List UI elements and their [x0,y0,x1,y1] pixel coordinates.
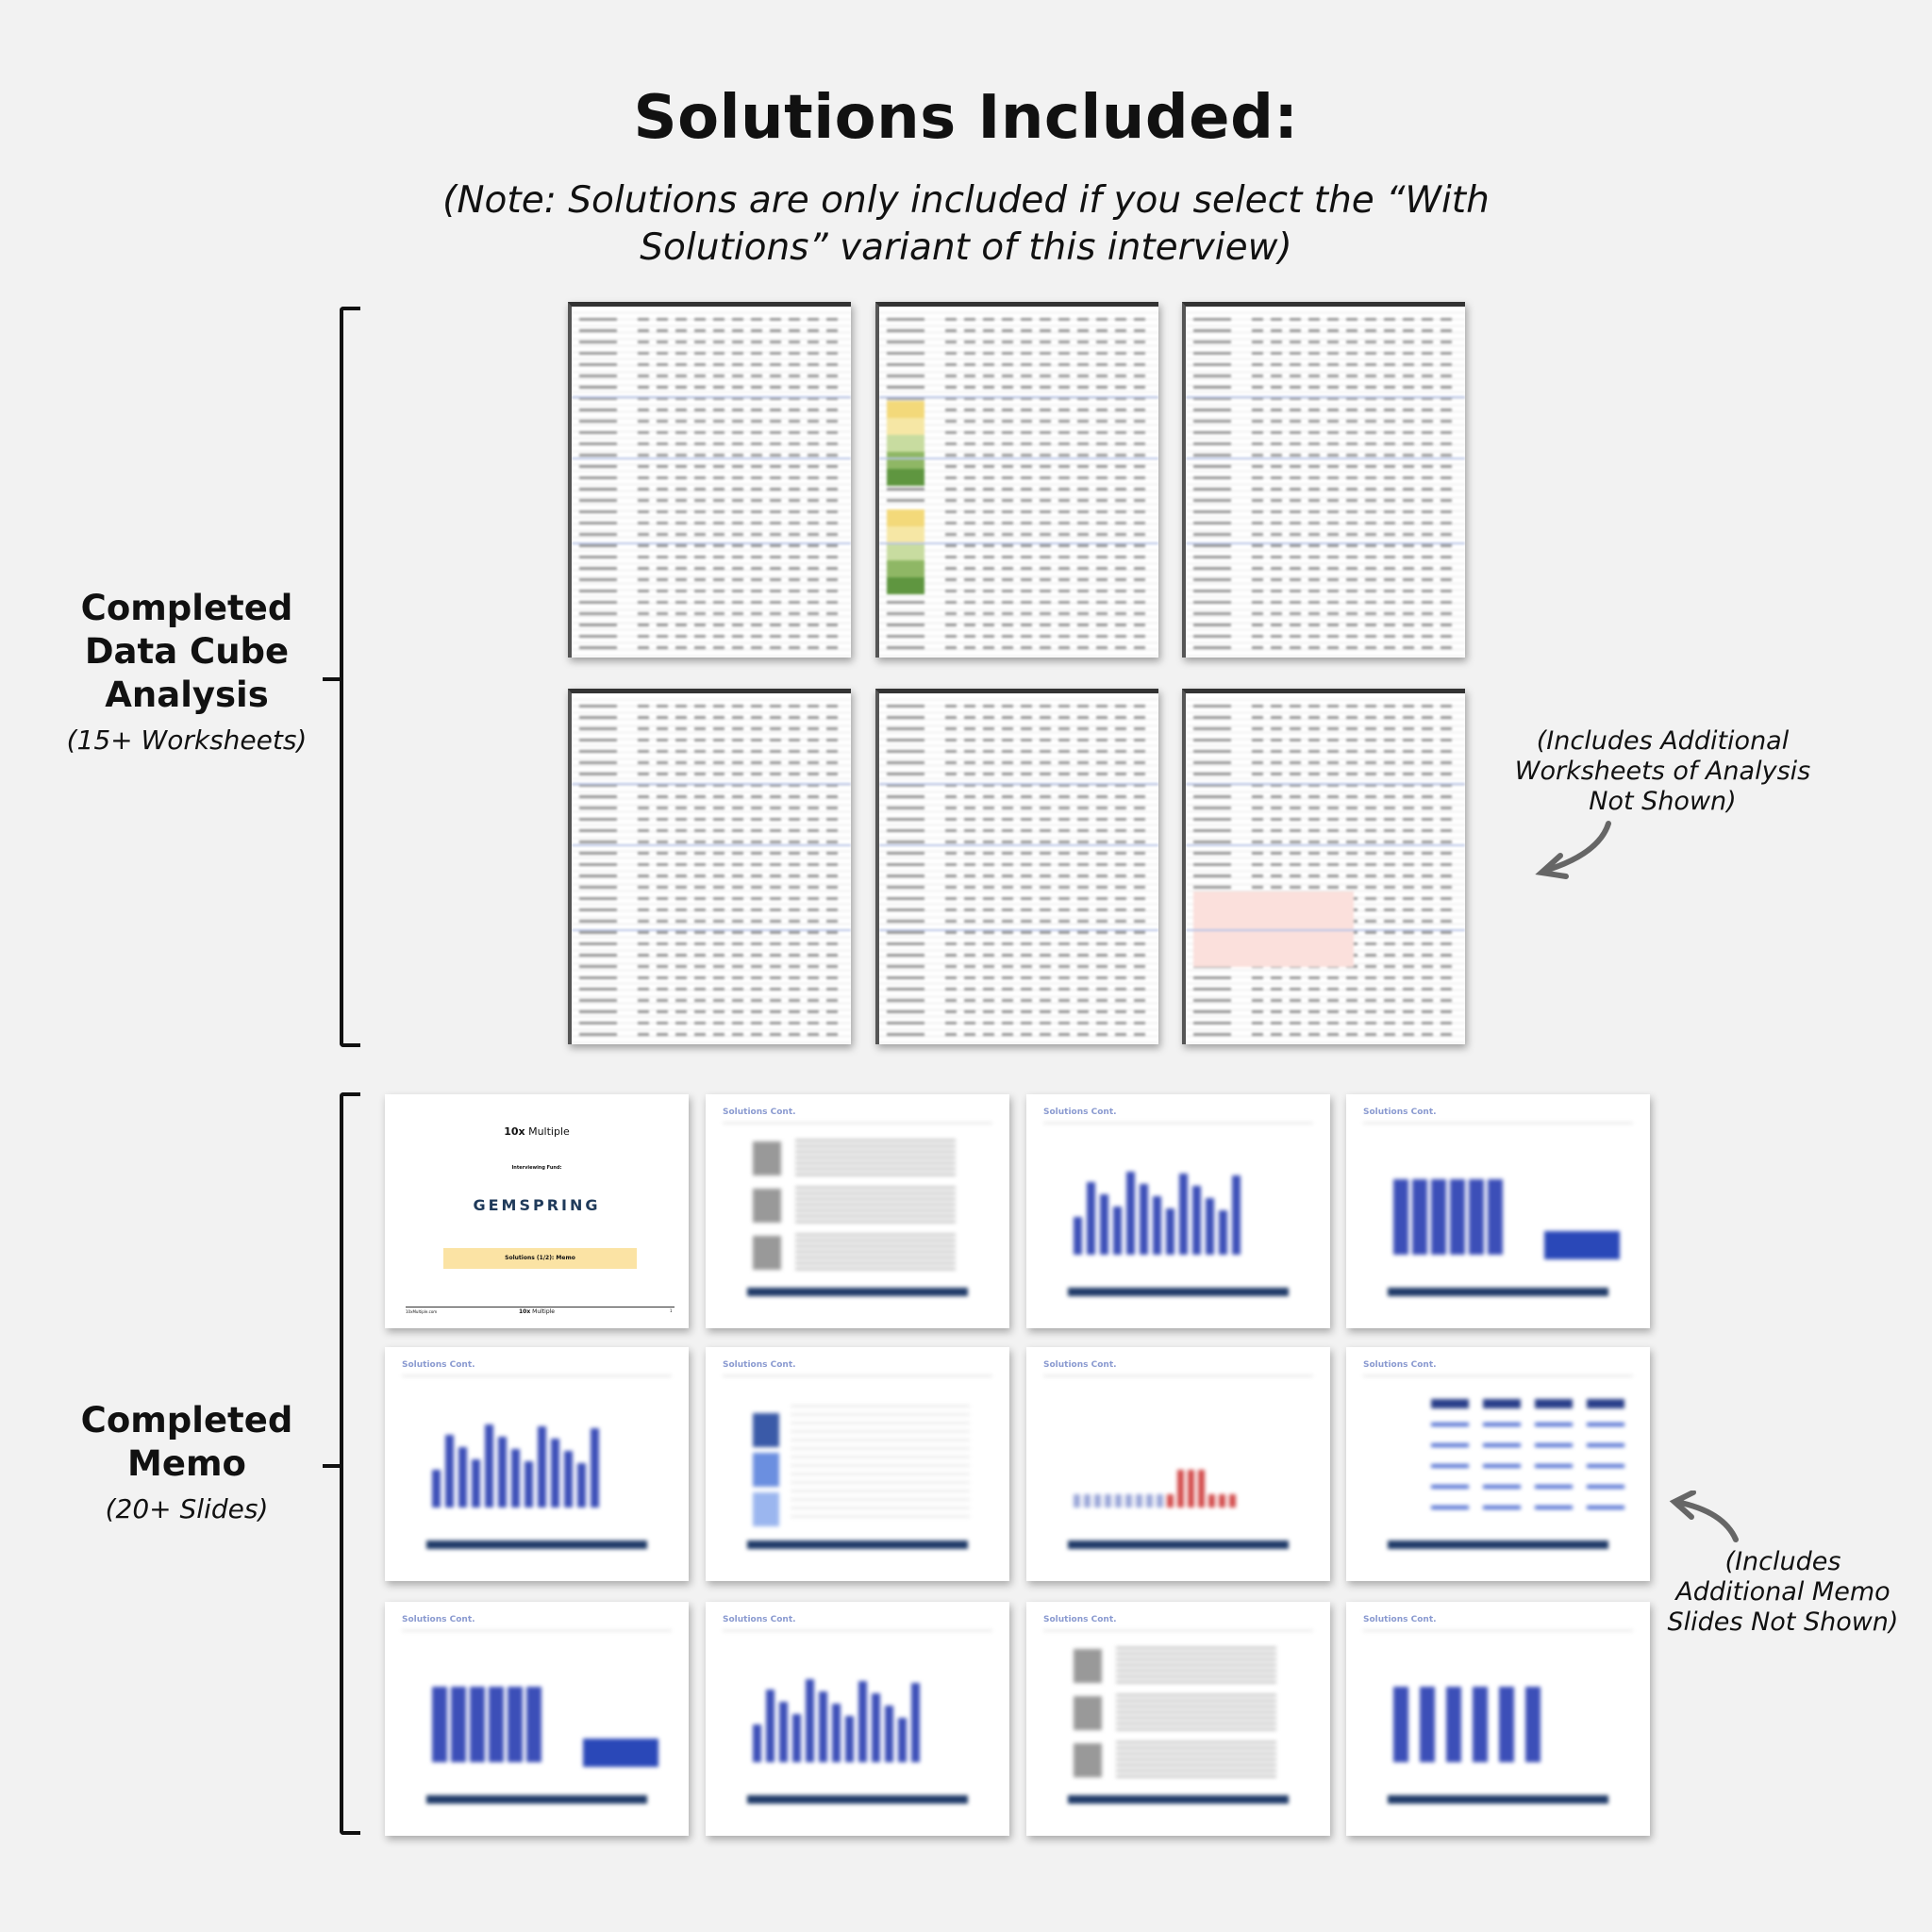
memo-slide-tallbars: Solutions Cont. [385,1602,689,1836]
note-line: Slides Not Shown) [1667,1607,1899,1637]
cover-banner: Solutions (1/2): Memo [443,1248,637,1269]
worksheet-thumbnail [568,689,851,1044]
memo-bracket [323,1092,360,1835]
worksheet-count: (15+ Worksheets) [66,724,308,756]
footer-site: 10xMultiple.com [406,1309,438,1314]
curved-arrow-icon [1669,1491,1739,1542]
worksheet-thumbnail [1182,302,1465,658]
memo-slide-grid: Solutions Cont. [1346,1347,1650,1581]
slide-title: Solutions Cont. [723,1615,796,1624]
additional-slides-note: (Includes Additional Memo Slides Not Sho… [1660,1547,1906,1638]
worksheet-thumbnail [568,302,851,658]
note-line-2: Solutions” variant of this interview) [640,226,1292,269]
cover-subtitle: Interviewing Fund: [511,1165,562,1171]
slide-title: Solutions Cont. [723,1108,796,1117]
memo-label: Completed Memo (20+ Slides) [31,1399,342,1524]
slide-count: (20+ Slides) [105,1493,269,1524]
note-line: Additional Memo [1675,1577,1890,1607]
label-line: Analysis [105,675,269,715]
label-line: Completed [80,1400,293,1441]
additional-worksheets-note: (Includes Additional Worksheets of Analy… [1500,726,1825,817]
note-line-1: (Note: Solutions are only included if yo… [442,179,1490,222]
footer-page: 1 [670,1308,673,1313]
footer-brand: 10x Multiple [519,1308,555,1315]
worksheet-thumbnail [875,302,1158,658]
label-line: Memo [127,1443,246,1484]
brand-logo: 10x Multiple [504,1125,570,1138]
worksheet-thumbnail [875,689,1158,1044]
slide-title: Solutions Cont. [402,1360,475,1370]
note-line: Worksheets of Analysis [1514,757,1811,786]
note-line: (Includes Additional [1536,726,1790,756]
slide-title: Solutions Cont. [402,1615,475,1624]
note-line: (Includes [1724,1547,1841,1576]
label-line: Data Cube [84,631,290,672]
label-line: Completed [80,588,293,628]
data-cube-bracket [323,307,360,1047]
memo-slide-bars: Solutions Cont. [1026,1094,1330,1328]
solutions-note: (Note: Solutions are only included if yo… [0,177,1932,272]
memo-slide-stacked: Solutions Cont. [1346,1602,1650,1836]
slide-title: Solutions Cont. [1363,1108,1437,1117]
fund-name: GEMSPRING [473,1196,601,1214]
data-cube-label: Completed Data Cube Analysis (15+ Worksh… [31,587,342,756]
slide-title: Solutions Cont. [1043,1615,1117,1624]
memo-slide-bars: Solutions Cont. [706,1602,1009,1836]
slide-title: Solutions Cont. [1363,1615,1437,1624]
memo-cover-slide: 10x Multiple Interviewing Fund: GEMSPRIN… [385,1094,689,1328]
slide-title: Solutions Cont. [723,1360,796,1370]
curved-arrow-icon [1535,821,1611,879]
slide-title: Solutions Cont. [1043,1108,1117,1117]
slide-title: Solutions Cont. [1363,1360,1437,1370]
page-title: Solutions Included: [633,83,1299,153]
memo-slide-bars: Solutions Cont. [385,1347,689,1581]
memo-slide-redbars: Solutions Cont. [1026,1347,1330,1581]
memo-slide-text: Solutions Cont. [706,1094,1009,1328]
note-line: Not Shown) [1589,787,1737,816]
worksheet-thumbnail [1182,689,1465,1044]
slide-title: Solutions Cont. [1043,1360,1117,1370]
memo-slide-text: Solutions Cont. [1026,1602,1330,1836]
memo-slide-tallbars: Solutions Cont. [1346,1094,1650,1328]
memo-slide-table: Solutions Cont. [706,1347,1009,1581]
